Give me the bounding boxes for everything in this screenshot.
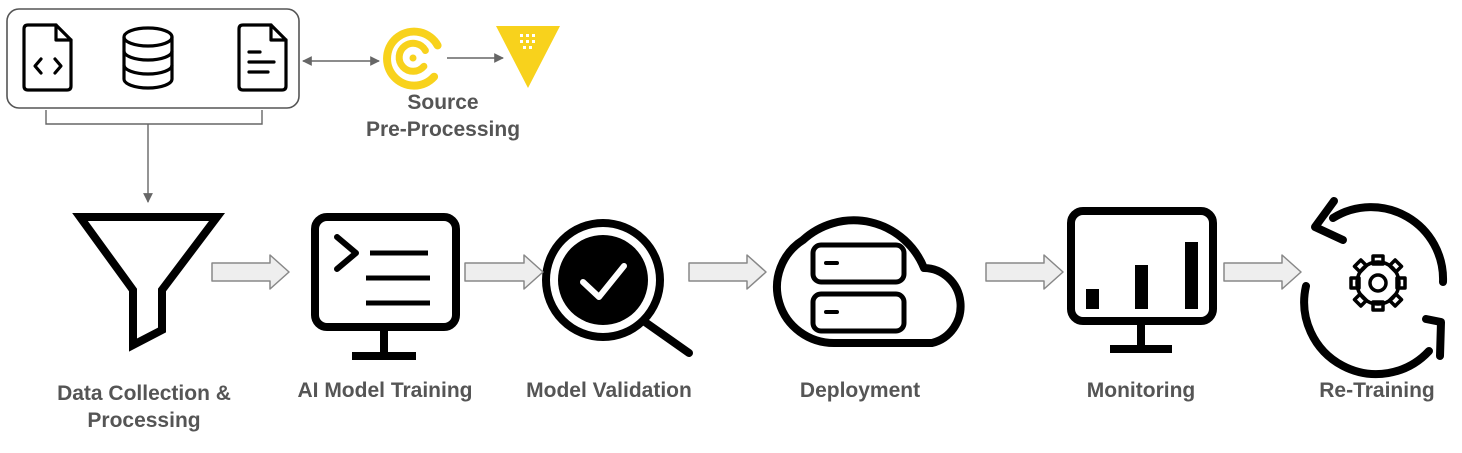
funnel-icon — [72, 213, 226, 352]
stage-label-monitoring: Monitoring — [1058, 377, 1224, 404]
sources-bracket — [45, 110, 263, 125]
monitor-bar-chart-icon — [1067, 207, 1217, 353]
refresh-gear-icon — [1300, 197, 1448, 378]
arrow-1 — [211, 254, 290, 290]
stage-label-re-training: Re-Training — [1298, 377, 1456, 404]
code-file-icon — [22, 23, 73, 92]
cloud-server-icon — [773, 216, 965, 347]
preprocessing-label: Source Pre-Processing — [340, 89, 546, 143]
stage-label-model-validation-line1: Model Validation — [526, 379, 692, 402]
yellow-triangle-vault-icon — [496, 26, 560, 88]
stage-label-ai-model-training: AI Model Training — [274, 377, 496, 404]
terminal-monitor-icon — [311, 213, 460, 360]
database-icon — [122, 26, 174, 90]
stage-label-deployment-line1: Deployment — [799, 379, 921, 402]
text-file-icon — [237, 23, 288, 92]
arrow-3 — [688, 254, 767, 290]
yellow-target-c-icon — [383, 27, 442, 90]
stage-arrows — [211, 254, 1302, 290]
stage-label-re-training-line1: Re-Training — [1319, 379, 1435, 402]
stage-label-deployment: Deployment — [768, 377, 952, 404]
sources-box — [6, 8, 300, 109]
preprocessing-label-line2: Pre-Processing — [365, 118, 521, 141]
preprocessing-label-line1: Source — [407, 91, 479, 114]
stage-label-data-collection-line1: Data Collection & — [57, 382, 231, 405]
arrow-4 — [985, 254, 1064, 290]
stage-label-model-validation: Model Validation — [502, 377, 716, 404]
magnifier-check-icon — [542, 219, 693, 357]
stage-label-monitoring-line1: Monitoring — [1086, 379, 1196, 402]
arrow-2 — [464, 254, 544, 290]
arrow-5 — [1223, 254, 1302, 290]
stage-label-ai-model-training-line1: AI Model Training — [297, 379, 473, 402]
stage-label-data-collection: Data Collection & Processing — [36, 380, 252, 434]
sources-group — [6, 8, 300, 125]
stage-label-data-collection-line2: Processing — [87, 409, 201, 432]
